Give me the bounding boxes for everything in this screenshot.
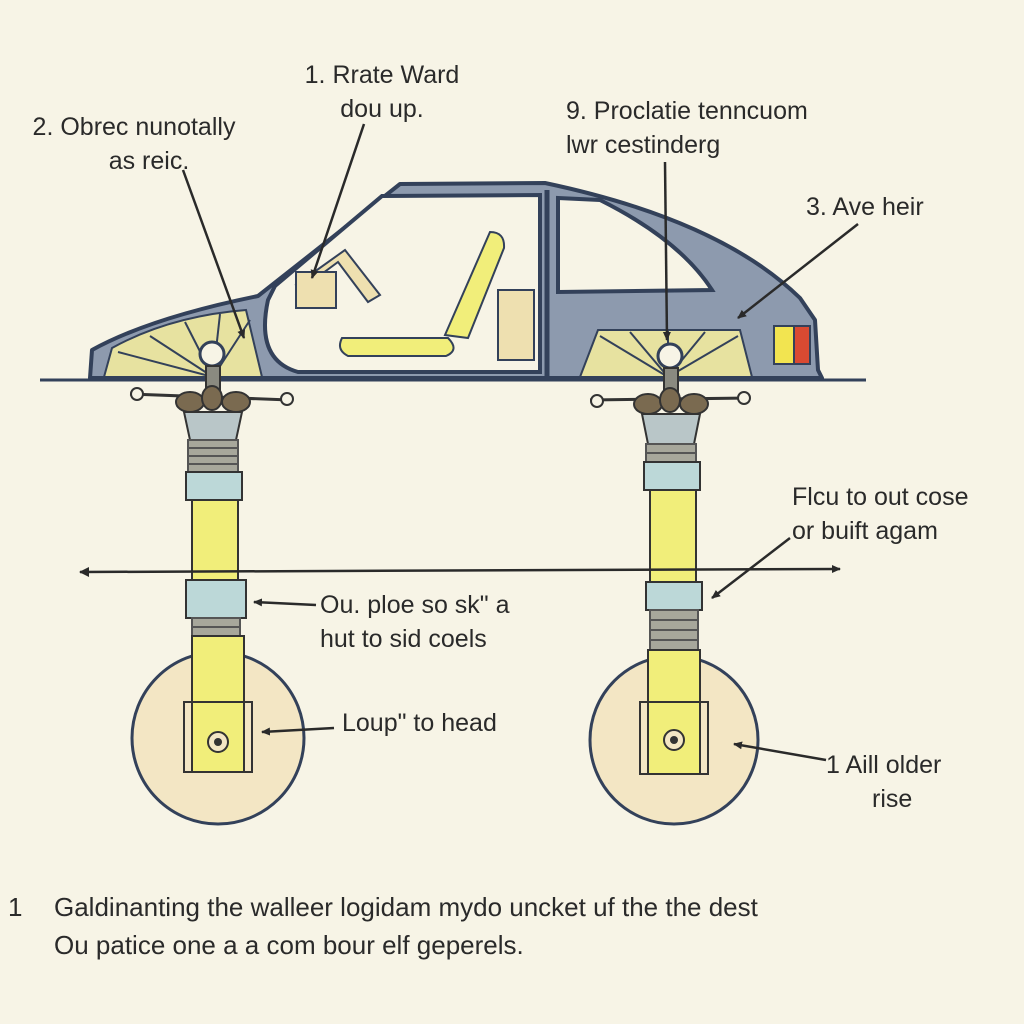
label-3: 3. Ave heir [806,190,924,224]
right-strut-lower [647,649,701,775]
label-9-line2: lwr cestinderg [566,131,721,159]
right-lower-collar [645,581,703,611]
caption-number-text: 1 [8,892,23,922]
left-spring-mount [129,385,294,413]
right-spring-coil [645,443,697,463]
label-flcu: Flcu to out cose or buift agam [792,480,968,548]
leader-label-3 [737,223,859,319]
right-strut-upper [649,489,697,583]
tail-light-red [793,325,811,365]
label-oup: Ou. ploe so sk" a hut to sid coels [320,588,510,656]
seat-back [443,230,506,340]
label-flcu-line1: Flcu to out cose [792,483,969,511]
seat-base [339,337,455,357]
label-1-top: 1. Rrate Ward dou up. [282,58,482,126]
width-arrow [79,565,841,577]
label-aill-line1: 1 Aill older [826,751,942,779]
caption-number: 1 [8,888,22,926]
rear-seat [497,289,535,361]
right-upper-collar [643,461,701,491]
leader-label-aill [733,741,827,762]
label-1-top-line2: dou up. [340,95,424,123]
dashboard [295,271,337,309]
label-loup: Loup" to head [342,706,497,740]
label-oup-line2: hut to sid coels [320,625,487,653]
label-9-line1: 9. Proclatie tenncuom [566,97,808,125]
caption-line2: Ou patice one a a com bour elf geperels. [54,930,524,960]
leader-label-loup [261,726,335,736]
label-aill: 1 Aill older rise [826,748,941,816]
right-spring-mount [589,387,751,415]
leader-arrows [181,123,859,762]
left-suspension [129,340,306,826]
caption: Galdinanting the walleer logidam mydo un… [54,888,758,964]
label-9: 9. Proclatie tenncuom lwr cestinderg [566,94,808,162]
left-upper-collar [185,471,243,501]
tail-light-yellow [773,325,795,365]
leader-label-oup [253,598,317,607]
label-2-line2: as reic. [108,147,190,175]
rear-window [556,195,716,295]
leader-label-9 [662,161,671,341]
right-upper-pivot [656,342,684,370]
caption-line1: Galdinanting the walleer logidam mydo un… [54,892,758,922]
leader-label-flcu [711,537,791,599]
left-strut-upper [191,499,239,581]
label-2-line1: 2. Obrec nunotally [32,113,236,141]
label-2: 2. Obrec nunotally as reic. [4,110,264,178]
label-3-line1: 3. Ave heir [806,193,924,221]
left-upper-pivot [198,340,226,368]
label-flcu-line2: or buift agam [792,517,938,545]
right-suspension [588,342,760,826]
label-oup-line1: Ou. ploe so sk" a [320,591,510,619]
label-loup-line1: Loup" to head [342,709,497,737]
car-body [88,181,824,380]
leader-label-1-top [310,123,366,279]
left-lower-collar [185,579,247,619]
left-spring-coil [187,439,239,473]
label-aill-line2: rise [872,785,913,813]
leader-label-2 [181,169,246,339]
label-1-top-line1: 1. Rrate Ward [304,61,460,89]
